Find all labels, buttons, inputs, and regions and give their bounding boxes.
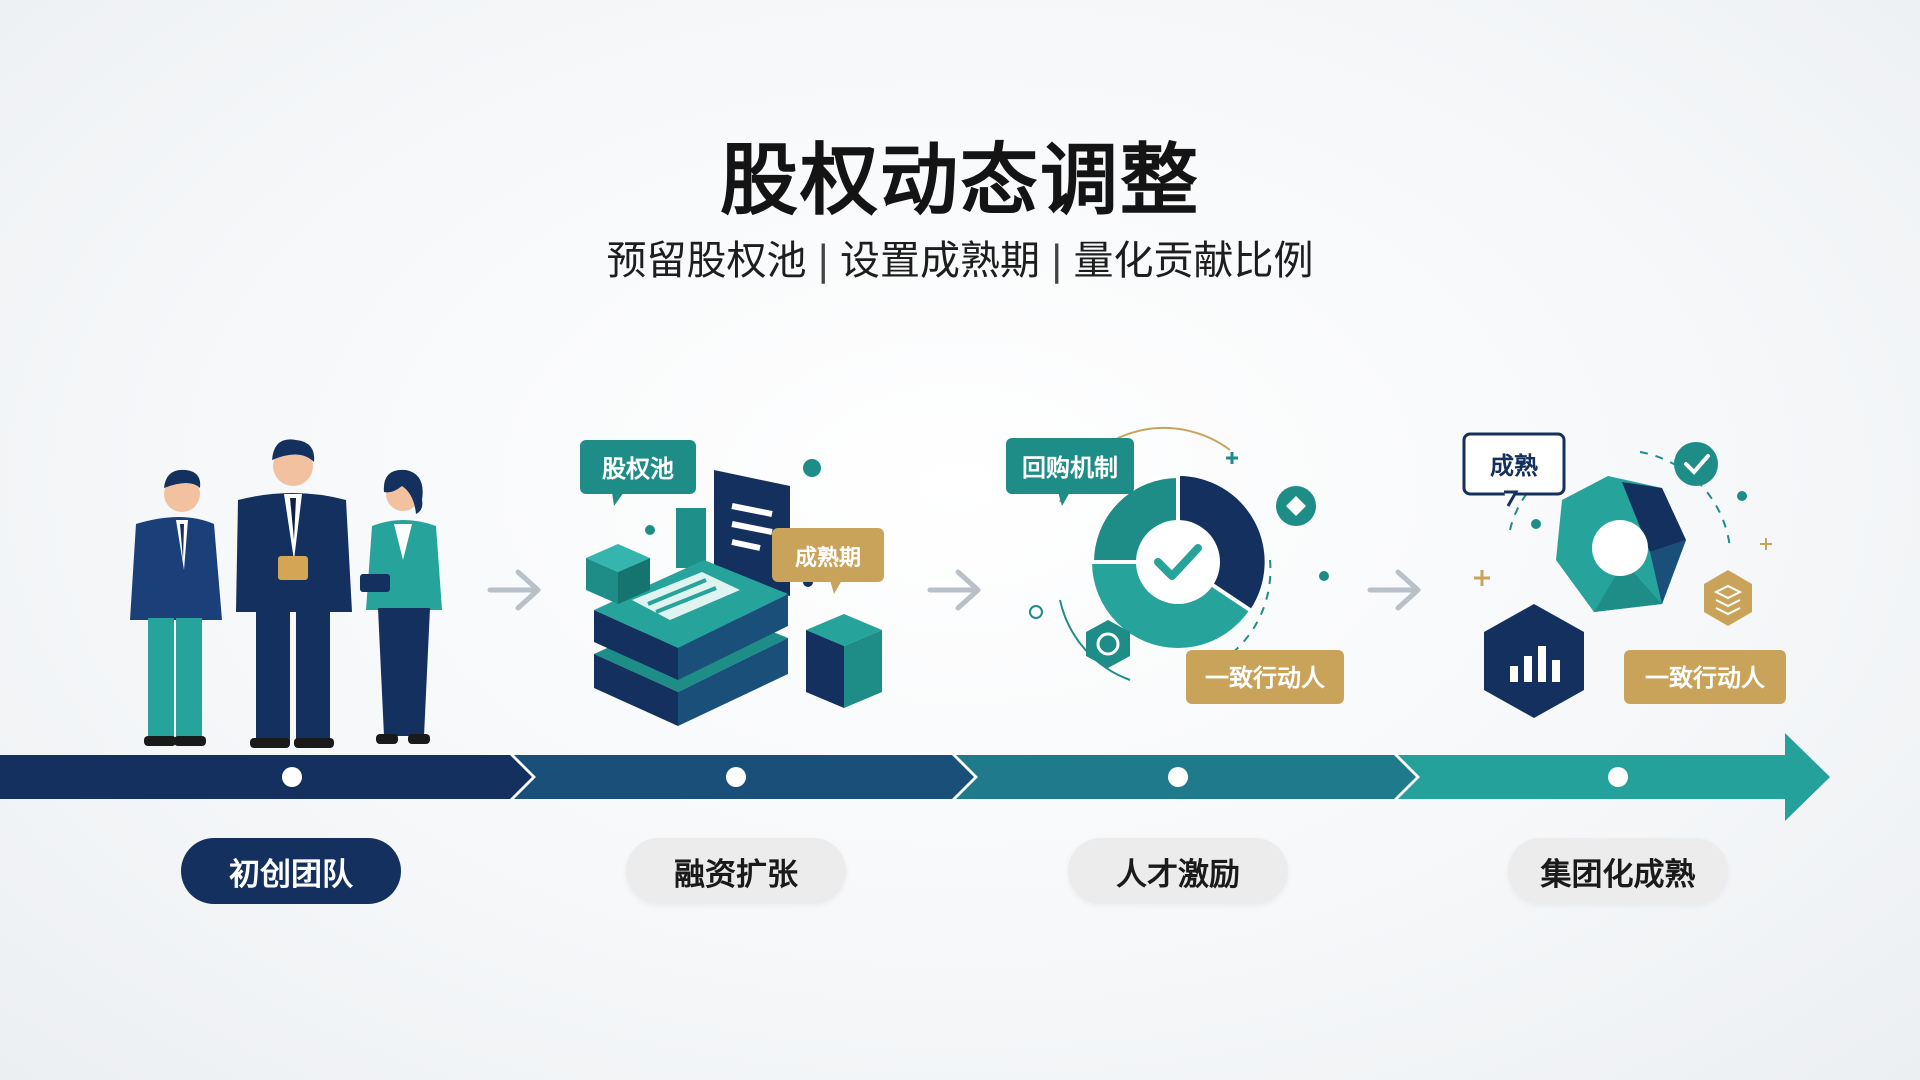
check-icon	[1154, 544, 1202, 580]
arrow-right-icon	[1367, 569, 1421, 611]
subtitle-item-reserve-pool: 预留股权池	[606, 238, 807, 284]
tag-concert-party: 一致行动人	[1186, 650, 1344, 704]
tag-label: 一致行动人	[1645, 664, 1765, 692]
tag-label: 回购机制	[1022, 454, 1118, 482]
team-figures-illustration	[130, 439, 442, 748]
page-subtitle: 预留股权池|设置成熟期|量化贡献比例	[0, 228, 1920, 286]
stage-pill-group-maturity[interactable]: 集团化成熟	[1508, 838, 1728, 904]
subtitle-separator: |	[816, 238, 830, 284]
stage-pill-startup-team[interactable]: 初创团队	[181, 838, 401, 904]
subtitle-separator: |	[1050, 238, 1064, 284]
timeline-node	[282, 767, 302, 787]
subtitle-item-vesting: 设置成熟期	[840, 238, 1040, 284]
subtitle-item-quantify: 量化贡献比例	[1073, 238, 1314, 284]
tag-label: 成熟期	[795, 545, 861, 571]
arrow-right-icon	[487, 569, 541, 611]
person-left	[130, 469, 222, 746]
tag-label: 一致行动人	[1205, 664, 1325, 692]
arrow-right-icon	[927, 569, 981, 611]
timeline-node	[1608, 767, 1628, 787]
tag-label: 股权池	[602, 455, 674, 483]
stage-pill-talent-incentive[interactable]: 人才激励	[1068, 838, 1288, 904]
person-right	[360, 469, 442, 744]
tag-equity-pool: 股权池	[580, 440, 696, 506]
document-stack-illustration: 股权池 成熟期	[580, 440, 884, 726]
connector-arrows	[487, 569, 1421, 611]
page-title: 股权动态调整	[719, 136, 1200, 226]
tag-vesting-period: 成熟期	[772, 528, 884, 594]
group-maturity-illustration: 成熟 一致行动人	[1462, 432, 1786, 718]
stage-pill-financing-expansion[interactable]: 融资扩张	[626, 838, 846, 904]
bar-chart-hexagon-icon	[1484, 604, 1584, 718]
timeline-bar	[0, 733, 1830, 821]
timeline-node	[1168, 767, 1188, 787]
tag-label: 成熟	[1490, 452, 1538, 480]
tag-buyback-mechanism: 回购机制	[1006, 438, 1134, 506]
check-icon	[1684, 454, 1710, 475]
pie-check-illustration: 回购机制 一致行动人	[1006, 426, 1344, 704]
person-middle	[236, 439, 352, 748]
tag-concert-party: 一致行动人	[1624, 650, 1786, 704]
timeline-node	[726, 767, 746, 787]
tag-mature: 成熟	[1462, 432, 1566, 507]
